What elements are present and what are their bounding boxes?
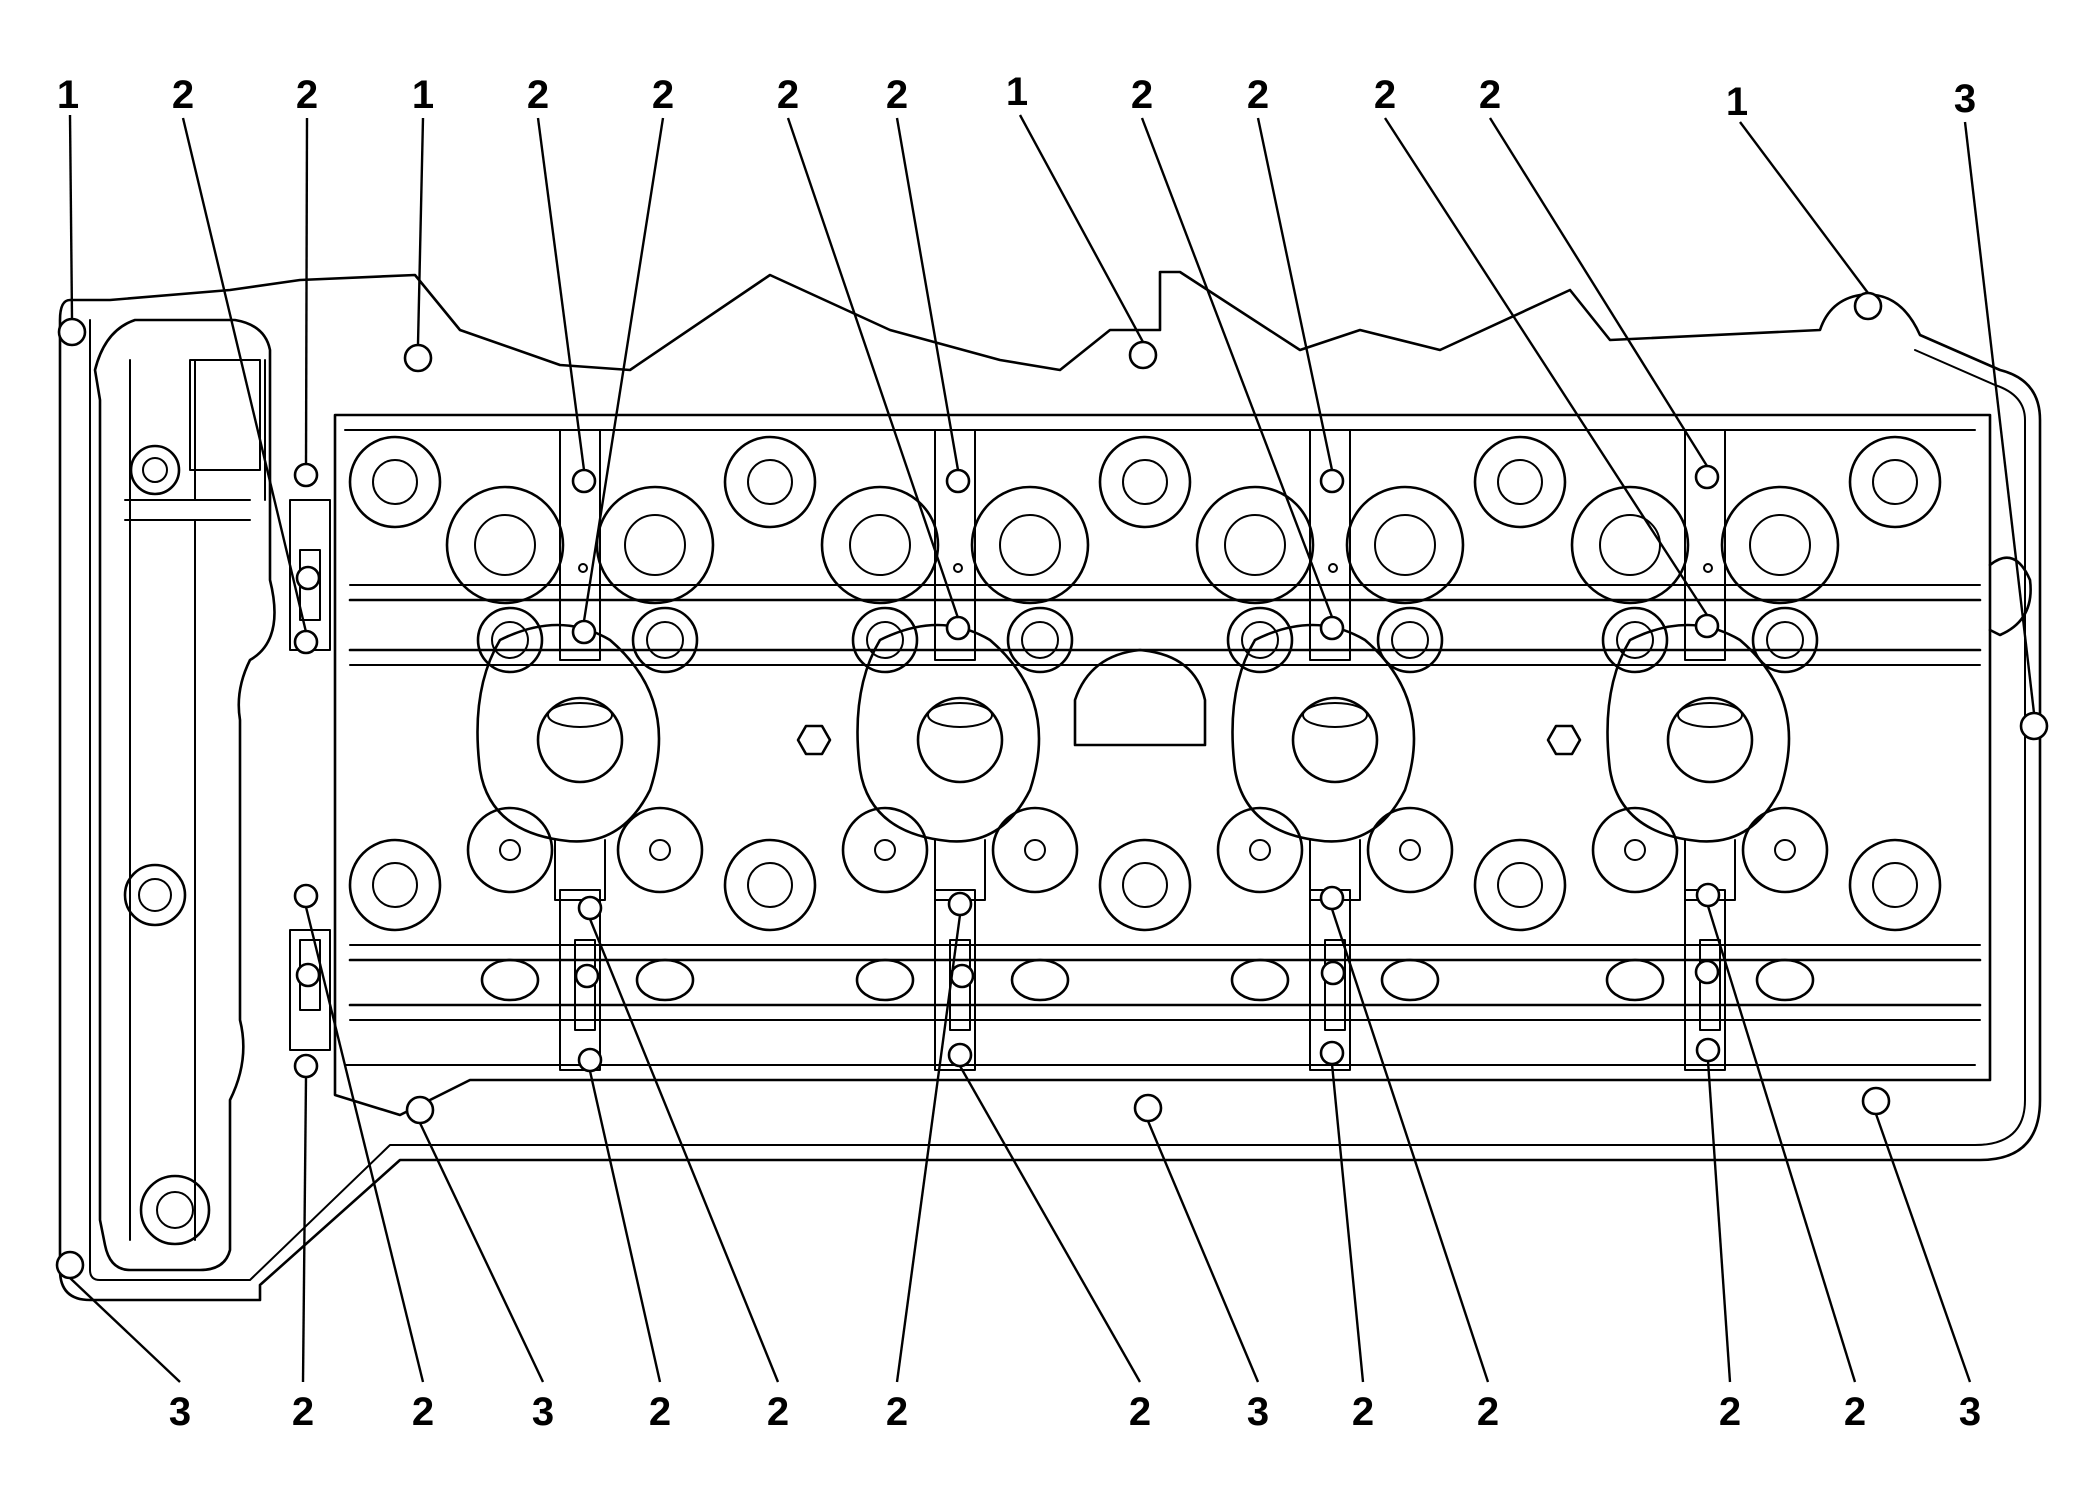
leader-b7 — [895, 914, 962, 1383]
callout-label-t5: 2 — [527, 73, 549, 117]
callout-label-b6: 2 — [767, 1390, 789, 1434]
cylinder-head-outline — [58, 270, 2042, 1302]
callout-label-t11: 2 — [1247, 73, 1269, 117]
callout-label-t10: 2 — [1131, 73, 1153, 117]
callout-label-t14: 1 — [1726, 80, 1748, 124]
leader-t8 — [895, 117, 960, 471]
leader-b11 — [1330, 908, 1490, 1383]
callout-label-t2: 2 — [172, 73, 194, 117]
leader-t10 — [1140, 117, 1334, 618]
callout-label-b5: 2 — [649, 1390, 671, 1434]
callout-label-b10: 2 — [1352, 1390, 1374, 1434]
callout-label-t12: 2 — [1374, 73, 1396, 117]
callout-label-t13: 2 — [1479, 73, 1501, 117]
upper-cam-lobes — [348, 435, 1942, 674]
leader-b4 — [418, 1122, 545, 1383]
leader-t15 — [1963, 121, 2036, 714]
callout-labels-top: 1 2 2 1 2 2 2 2 1 2 2 2 2 1 3 — [57, 70, 1976, 124]
callout-labels-bottom: 3 2 2 3 2 2 2 2 3 2 2 2 2 3 — [169, 1390, 1981, 1434]
leader-b5 — [588, 1070, 662, 1383]
callout-label-b12: 2 — [1719, 1390, 1741, 1434]
leader-b9 — [1146, 1120, 1260, 1383]
callout-label-b8: 2 — [1129, 1390, 1151, 1434]
callout-label-t4: 1 — [412, 73, 434, 117]
leader-b10 — [1330, 1063, 1365, 1383]
callout-label-t6: 2 — [652, 73, 674, 117]
leader-t7 — [786, 117, 960, 619]
leader-t9 — [1018, 114, 1145, 343]
leader-b8 — [958, 1065, 1142, 1383]
cam-journal-caps — [476, 623, 1791, 901]
leader-t3 — [304, 117, 309, 466]
callout-label-b2: 2 — [292, 1390, 314, 1434]
callout-label-b9: 3 — [1247, 1390, 1269, 1434]
leader-t6 — [582, 117, 665, 622]
leader-t2 — [181, 117, 308, 633]
leader-b12 — [1706, 1060, 1732, 1383]
leader-b6 — [588, 918, 780, 1383]
callout-label-b3: 2 — [412, 1390, 434, 1434]
leader-t13 — [1488, 117, 1709, 467]
callout-label-t7: 2 — [777, 73, 799, 117]
callout-label-b7: 2 — [886, 1390, 908, 1434]
leader-t1 — [68, 114, 74, 319]
leader-t5 — [536, 117, 586, 471]
callout-label-t15: 3 — [1954, 77, 1976, 121]
callout-label-t9: 1 — [1006, 70, 1028, 114]
callout-label-b4: 3 — [532, 1390, 554, 1434]
leader-b13 — [1706, 905, 1857, 1383]
callout-label-t1: 1 — [57, 73, 79, 117]
leader-b1 — [69, 1277, 181, 1383]
callout-label-b11: 2 — [1477, 1390, 1499, 1434]
callout-label-t3: 2 — [296, 73, 318, 117]
callout-label-b13: 2 — [1844, 1390, 1866, 1434]
leader-t4 — [416, 117, 425, 345]
callout-leaders — [68, 114, 2036, 1383]
bearing-cap-straps — [289, 429, 1726, 1071]
callout-label-b1: 3 — [169, 1390, 191, 1434]
leader-t11 — [1256, 117, 1334, 471]
leader-t14 — [1739, 121, 1869, 294]
bolt-holes — [55, 291, 2049, 1280]
callout-label-b14: 3 — [1959, 1390, 1981, 1434]
leader-b2 — [301, 1076, 308, 1383]
leader-b14 — [1874, 1113, 1972, 1383]
callout-label-t8: 2 — [886, 73, 908, 117]
leader-t12 — [1383, 117, 1709, 616]
leader-b3 — [304, 906, 425, 1383]
lower-cam-lobes — [348, 806, 1942, 1002]
